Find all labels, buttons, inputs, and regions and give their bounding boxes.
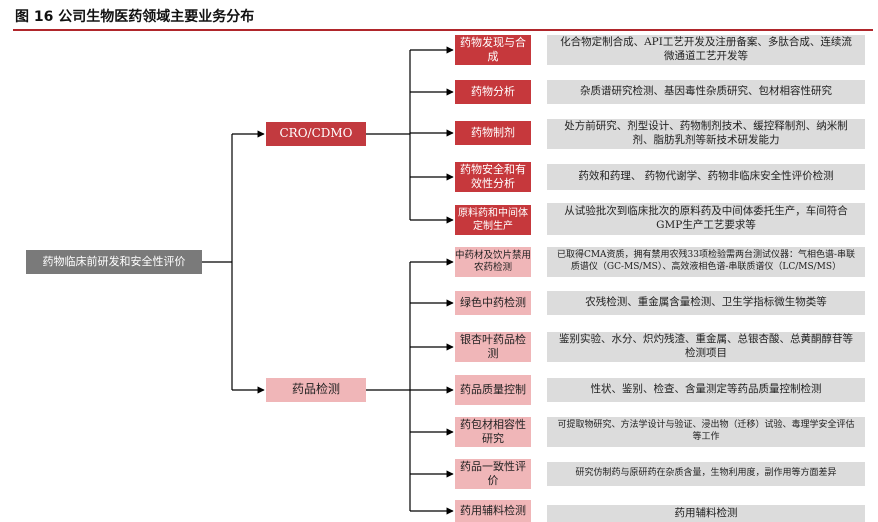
node-consistency: 药品一致性评价 — [455, 459, 531, 489]
desc-drug-formulation: 处方前研究、剂型设计、药物制剂技术、缓控释制剂、纳米制剂、脂肪乳剂等新技术研发能… — [547, 119, 865, 149]
root-label: 药物临床前研发和安全性评价 — [42, 254, 186, 268]
branch-drug-testing: 药品检测 — [266, 378, 366, 402]
node-label: 药物安全和有效性分析 — [460, 162, 526, 190]
node-drug-formulation: 药物制剂 — [455, 121, 531, 145]
desc-text: 性状、鉴别、检查、含量测定等药品质量控制检测 — [590, 383, 822, 396]
node-excipient: 药用辅料检测 — [455, 500, 531, 522]
node-label: 药品一致性评价 — [460, 459, 526, 487]
root-node: 药物临床前研发和安全性评价 — [26, 250, 202, 274]
desc-text: 鉴别实验、水分、炽灼残渣、重金属、总银杏酸、总黄酮醇苷等检测项目 — [559, 333, 853, 359]
title-rule — [13, 29, 873, 31]
desc-drug-safety: 药效和药理、 药物代谢学、药物非临床安全性评价检测 — [547, 164, 865, 190]
node-label: 银杏叶药品检测 — [460, 332, 526, 360]
desc-quality-control: 性状、鉴别、检查、含量测定等药品质量控制检测 — [547, 378, 865, 402]
branch-label: 药品检测 — [291, 382, 340, 397]
desc-consistency: 研究仿制药与原研药在杂质含量，生物利用度，副作用等方面差异 — [547, 462, 865, 486]
node-label: 药品质量控制 — [460, 382, 526, 396]
desc-drug-discovery: 化合物定制合成、API工艺开发及注册备案、多肽合成、连续流微通道工艺开发等 — [547, 35, 865, 65]
desc-text: 杂质谱研究检测、基因毒性杂质研究、包材相容性研究 — [580, 85, 832, 98]
node-drug-analysis: 药物分析 — [455, 80, 531, 104]
node-label: 中药材及饮片禁用农药检测 — [455, 249, 532, 273]
branch-cro-cdmo: CRO/CDMO — [266, 122, 366, 146]
desc-packaging: 可提取物研究、方法学设计与验证、浸出物（迁移）试验、毒理学安全评估等工作 — [547, 417, 865, 447]
node-label: 绿色中药检测 — [460, 295, 526, 309]
desc-text: 可提取物研究、方法学设计与验证、浸出物（迁移）试验、毒理学安全评估等工作 — [557, 420, 855, 442]
desc-excipient: 药用辅料检测 — [547, 505, 865, 522]
node-packaging: 药包材相容性研究 — [455, 417, 531, 447]
node-label: 药物分析 — [471, 84, 515, 98]
node-label: 药物发现与合成 — [460, 35, 526, 63]
node-drug-discovery: 药物发现与合成 — [455, 35, 531, 65]
node-ginkgo: 银杏叶药品检测 — [455, 332, 531, 362]
desc-text: 药效和药理、 药物代谢学、药物非临床安全性评价检测 — [578, 170, 834, 183]
desc-green-tcm: 农残检测、重金属含量检测、卫生学指标微生物类等 — [547, 291, 865, 315]
desc-text: 处方前研究、剂型设计、药物制剂技术、缓控释制剂、纳米制剂、脂肪乳剂等新技术研发能… — [564, 120, 848, 146]
node-green-tcm: 绿色中药检测 — [455, 291, 531, 315]
node-label: 药包材相容性研究 — [460, 417, 526, 445]
desc-ginkgo: 鉴别实验、水分、炽灼残渣、重金属、总银杏酸、总黄酮醇苷等检测项目 — [547, 332, 865, 362]
desc-text: 药用辅料检测 — [674, 506, 738, 519]
node-label: 药用辅料检测 — [460, 503, 526, 517]
desc-text: 从试验批次到临床批次的原料药及中间体委托生产，车间符合GMP生产工艺要求等 — [564, 205, 848, 231]
branch-label: CRO/CDMO — [279, 126, 353, 141]
desc-text: 研究仿制药与原研药在杂质含量，生物利用度，副作用等方面差异 — [575, 468, 837, 479]
node-api-custom: 原料药和中间体定制生产 — [455, 205, 531, 235]
node-pesticide: 中药材及饮片禁用农药检测 — [455, 247, 531, 277]
desc-text: 农残检测、重金属含量检测、卫生学指标微生物类等 — [585, 296, 827, 309]
node-label: 药物制剂 — [471, 125, 515, 139]
desc-drug-analysis: 杂质谱研究检测、基因毒性杂质研究、包材相容性研究 — [547, 80, 865, 104]
desc-text: 已取得CMA资质，拥有禁用农残33项检验需两台测试仪器：气相色谱-串联质谱仪（G… — [556, 250, 856, 272]
desc-pesticide: 已取得CMA资质，拥有禁用农残33项检验需两台测试仪器：气相色谱-串联质谱仪（G… — [547, 247, 865, 277]
desc-text: 化合物定制合成、API工艺开发及注册备案、多肽合成、连续流微通道工艺开发等 — [560, 36, 852, 62]
node-drug-safety: 药物安全和有效性分析 — [455, 162, 531, 192]
desc-api-custom: 从试验批次到临床批次的原料药及中间体委托生产，车间符合GMP生产工艺要求等 — [547, 203, 865, 235]
figure-title: 图 16 公司生物医药领域主要业务分布 — [15, 9, 255, 25]
node-quality-control: 药品质量控制 — [455, 375, 531, 405]
node-label: 原料药和中间体定制生产 — [458, 208, 528, 232]
